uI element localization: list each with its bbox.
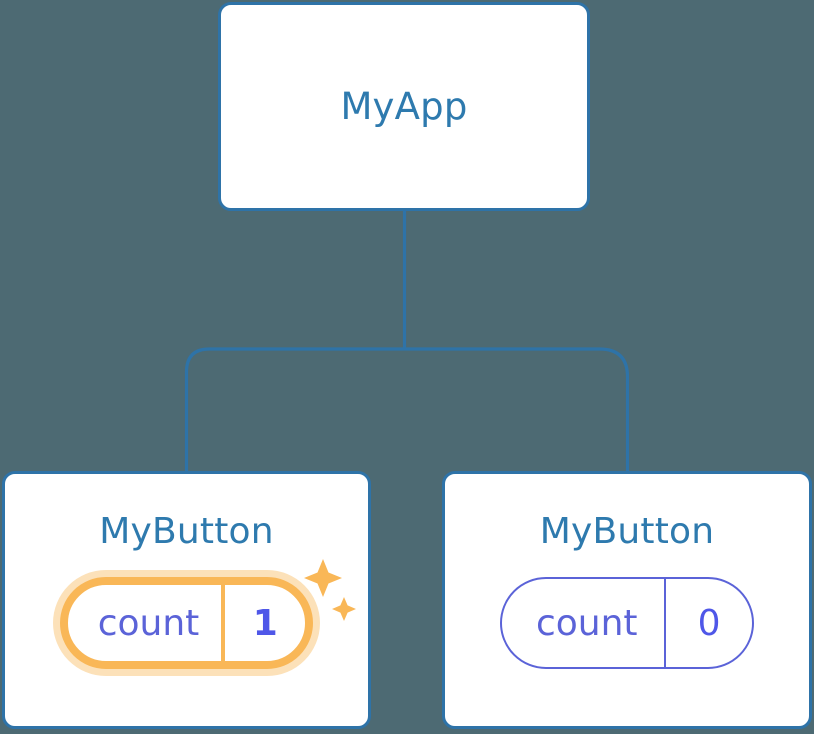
signal-divider: [221, 585, 226, 661]
signal-value: 0: [697, 602, 721, 644]
node-title: MyButton: [539, 511, 715, 552]
signal-label: count: [535, 602, 638, 644]
node-myapp[interactable]: MyApp: [218, 2, 590, 211]
signal-pill-count-idle[interactable]: count 0: [499, 577, 755, 669]
node-mybutton-left[interactable]: MyButton count 1: [2, 471, 371, 729]
signal-label: count: [97, 602, 200, 644]
connector-branch-bus: [184, 347, 630, 474]
node-title: MyApp: [340, 85, 468, 128]
node-title: MyButton: [99, 511, 274, 552]
signal-pill-wrapper: count 0: [499, 577, 755, 669]
node-mybutton-right[interactable]: MyButton count 0: [442, 471, 812, 729]
signal-value: 1: [252, 602, 278, 644]
signal-divider: [663, 579, 667, 667]
signal-pill-count-updated[interactable]: count 1: [59, 577, 314, 669]
signal-pill-wrapper: count 1: [59, 559, 357, 669]
